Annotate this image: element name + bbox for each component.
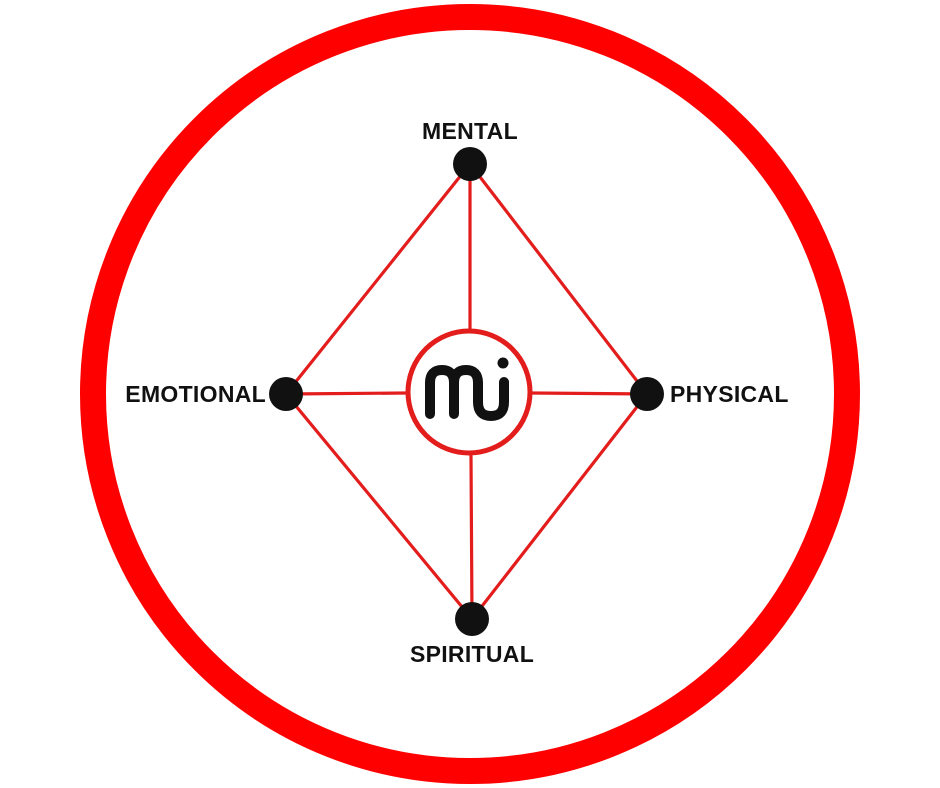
node-emotional xyxy=(269,377,303,411)
edge-emotional-mental xyxy=(284,162,472,396)
center-logo xyxy=(405,328,533,456)
spoke-physical xyxy=(529,391,649,396)
edge-mental-physical xyxy=(468,162,649,396)
node-spiritual xyxy=(455,602,489,636)
node-physical xyxy=(630,377,664,411)
logo-dot xyxy=(497,357,509,369)
label-spiritual: SPIRITUAL xyxy=(410,641,534,667)
node-mental xyxy=(453,147,487,181)
mj-monogram-icon xyxy=(425,365,509,421)
label-emotional: EMOTIONAL xyxy=(125,381,266,407)
spoke-spiritual xyxy=(469,454,474,621)
edge-physical-spiritual xyxy=(470,392,649,621)
label-mental: MENTAL xyxy=(422,118,518,144)
edge-spiritual-emotional xyxy=(284,392,474,621)
diamond-edges xyxy=(284,162,649,621)
spoke-emotional xyxy=(284,391,409,396)
nodes xyxy=(269,147,664,636)
label-physical: PHYSICAL xyxy=(670,381,789,407)
outer-ring xyxy=(80,4,860,784)
center-spokes xyxy=(284,162,649,621)
